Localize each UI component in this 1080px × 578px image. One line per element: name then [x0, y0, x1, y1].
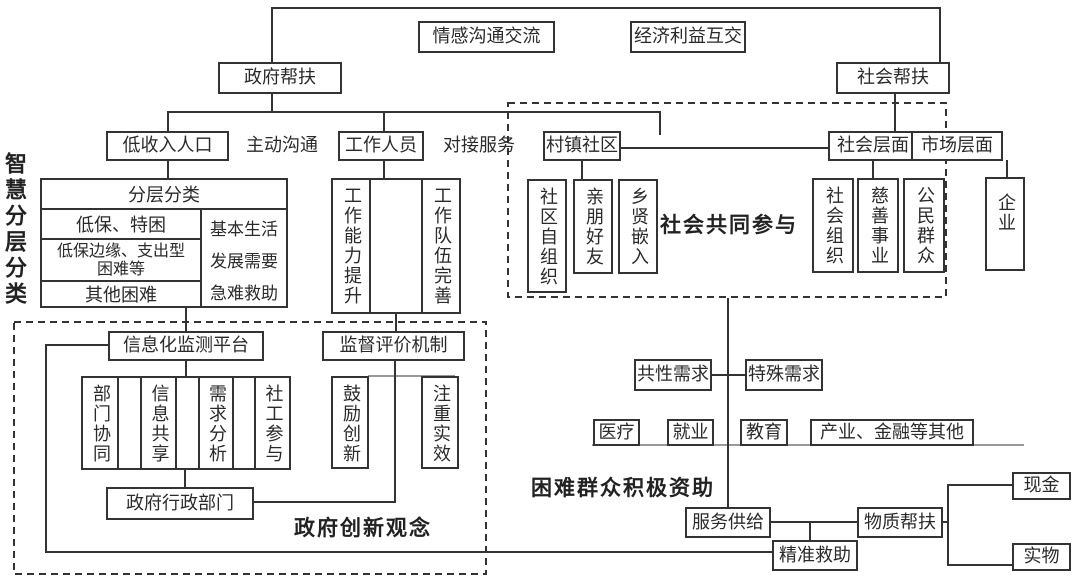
gov-branch [167, 111, 661, 135]
innovation-label: 政府创新观念 [294, 516, 432, 540]
service-supply-box: 服务供给 [685, 507, 771, 538]
economic-exchange-box: 经济利益互交 [630, 21, 746, 53]
cash-line [947, 484, 1014, 566]
stratify-header: 分层分类 [42, 180, 286, 210]
material-goods-box: 实物 [1012, 543, 1071, 571]
village-item-self-org: 社区自组织 [527, 179, 567, 293]
social-item-citizens: 公民群众 [903, 178, 945, 273]
platform-item-social: 社工参与 [254, 376, 291, 470]
participation-label: 社会共同参与 [660, 213, 798, 237]
precise-aid-box: 精准救助 [772, 540, 858, 571]
market-item-enterprise: 企业 [985, 177, 1025, 271]
platform-box: 信息化监测平台 [108, 331, 264, 361]
supervision-item-innovate: 鼓励创新 [331, 376, 369, 469]
village-item-relatives: 亲朋好友 [573, 179, 613, 274]
proactive-comm-label: 主动沟通 [246, 135, 318, 156]
need-urgent: 急难救助 [210, 283, 278, 304]
platform-item-dept: 部门协同 [81, 376, 119, 470]
gov-aid-box: 政府帮扶 [218, 62, 342, 94]
field-others: 产业、金融等其他 [810, 419, 974, 446]
top-loop-line [271, 7, 941, 64]
platform-item-info: 信息共享 [140, 376, 177, 470]
admin-dept-box: 政府行政部门 [106, 487, 254, 520]
need-basic: 基本生活 [210, 219, 278, 240]
social-item-charity: 慈善事业 [857, 178, 899, 273]
staff-box: 工作人员 [338, 131, 424, 161]
group-edge-line1: 低保边缘、支出型 [56, 241, 185, 261]
emotional-exchange-box: 情感沟通交流 [418, 21, 555, 53]
special-needs-box: 特殊需求 [745, 359, 823, 391]
supervision-item-effect: 注重实效 [421, 376, 459, 469]
group-dibao: 低保、特困 [42, 210, 202, 240]
group-edge: 低保边缘、支出型 困难等 [42, 240, 202, 282]
low-income-box: 低收入人口 [106, 131, 229, 161]
material-cash-box: 现金 [1012, 472, 1071, 500]
platform-arrow-line [45, 344, 792, 553]
docking-service-label: 对接服务 [443, 135, 515, 156]
field-education: 教育 [740, 419, 788, 446]
market-level-box: 市场层面 [911, 131, 1003, 161]
group-other: 其他困难 [42, 282, 202, 306]
staff-item-ability: 工作能力提升 [331, 178, 371, 314]
village-box: 村镇社区 [543, 131, 621, 161]
social-item-org: 社会组织 [812, 178, 854, 273]
aid-label: 困难群众积极资助 [531, 476, 715, 500]
society-dashed-group [507, 102, 947, 298]
group-edge-line2: 困难等 [96, 259, 145, 278]
common-needs-box: 共性需求 [634, 359, 712, 391]
innovation-dashed-group [13, 321, 487, 575]
staff-item-team: 工作队伍完善 [421, 178, 461, 314]
village-item-sages: 乡贤嵌入 [618, 179, 658, 274]
material-aid-box: 物质帮扶 [857, 507, 943, 538]
stratify-table: 分层分类 低保、特困 低保边缘、支出型 困难等 其他困难 基本生活 发展需要 急… [40, 178, 288, 308]
society-aid-box: 社会帮扶 [836, 62, 950, 94]
field-medical: 医疗 [593, 419, 640, 446]
supervision-box: 监督评价机制 [322, 331, 465, 361]
social-level-box: 社会层面 [828, 131, 918, 161]
field-employment: 就业 [667, 419, 714, 446]
supervision-admin-line [254, 358, 396, 503]
platform-item-needs: 需求分析 [198, 376, 234, 470]
smart-stratify-label: 智慧分层分类 [1, 152, 26, 308]
need-develop: 发展需要 [210, 251, 278, 272]
